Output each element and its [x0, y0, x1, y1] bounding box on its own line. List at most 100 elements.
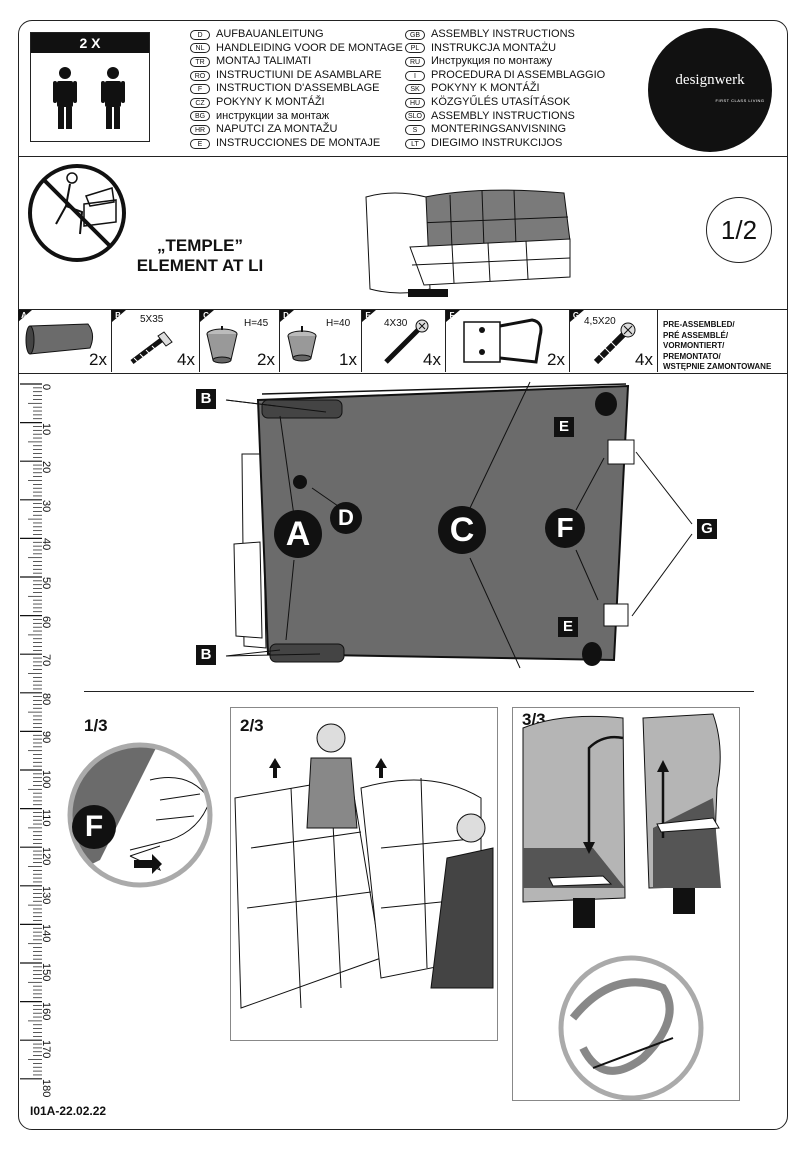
- preassembled-line: VORMONTIERT/: [663, 341, 725, 350]
- ruler-label: 160: [40, 1001, 52, 1020]
- language-text: PROCEDURA DI ASSEMBLAGGIO: [431, 68, 606, 81]
- ruler-label: 100: [40, 770, 52, 789]
- language-code: TR: [190, 56, 210, 67]
- part-letter: D: [280, 310, 294, 322]
- step-1-label: 1/3: [84, 716, 108, 735]
- preassembled-line: PREMONTATO/: [663, 351, 721, 361]
- screw-icon: [593, 322, 636, 365]
- language-code: HR: [190, 124, 210, 135]
- ruler-label: 150: [40, 963, 52, 982]
- step-2-label: 2/3: [240, 716, 264, 735]
- callout-c: C: [438, 506, 486, 554]
- language-text: INSTRUCTIUNI DE ASAMBLARE: [216, 68, 382, 81]
- divider-steps: [84, 691, 754, 692]
- callout-d: D: [330, 502, 362, 534]
- ruler-label: 40: [40, 538, 52, 551]
- language-code: SK: [405, 84, 425, 95]
- part-qty: 2x: [547, 350, 565, 369]
- no-sitting-warning-icon: [28, 164, 126, 262]
- language-row: CZ POKYNY K MONTÁŽI: [190, 96, 403, 110]
- leg-d-icon: [287, 326, 317, 362]
- part-dim: 4X30: [384, 318, 408, 329]
- document-code: I01A-22.02.22: [30, 1104, 107, 1118]
- brand-logo: designwerk FIRST CLASS LIVING: [648, 28, 772, 152]
- language-text: POKYNY K MONTÁŽI: [431, 82, 540, 95]
- language-text: POKYNY K MONTÁŽI: [216, 95, 325, 108]
- product-title-line2: ELEMENT AT LI: [136, 256, 264, 275]
- part-letter: A: [18, 310, 32, 322]
- language-code: RU: [405, 56, 425, 67]
- part-qty: 4x: [635, 350, 653, 369]
- ruler-label: 30: [40, 499, 52, 513]
- language-text: MONTAJ TALIMATI: [216, 55, 312, 68]
- part-c: C H=45 2x: [200, 310, 280, 372]
- persons-label: 2 X: [31, 33, 149, 53]
- step-1-callout-f: F: [72, 805, 116, 849]
- sofa-element-illustration: [365, 189, 571, 297]
- part-qty: 1x: [339, 350, 357, 369]
- language-text: ASSEMBLY INSTRUCTIONS: [431, 109, 575, 122]
- part-letter: B: [112, 310, 126, 322]
- language-code: F: [190, 84, 210, 95]
- divider-parts: [18, 373, 788, 374]
- leg-c-icon: [206, 326, 238, 364]
- language-row: TR MONTAJ TALIMATI: [190, 55, 403, 69]
- divider-header: [18, 156, 788, 157]
- ruler-label: 50: [40, 577, 52, 590]
- language-code: HU: [405, 97, 425, 108]
- callout-f: F: [545, 508, 585, 548]
- language-row: SK POKYNY K MONTÁŽI: [405, 82, 605, 96]
- step-1-illustration: [67, 742, 213, 888]
- ruler-label: 70: [40, 654, 52, 667]
- screw-icon: [130, 331, 173, 364]
- language-text: ASSEMBLY INSTRUCTIONS: [431, 28, 575, 40]
- language-row: RO INSTRUCTIUNI DE ASAMBLARE: [190, 69, 403, 83]
- language-code: LT: [405, 138, 425, 149]
- language-code: PL: [405, 43, 425, 54]
- language-text: Инструкция по монтажу: [431, 55, 553, 68]
- part-qty: 2x: [257, 350, 275, 369]
- language-text: MONTERINGSANVISNING: [431, 123, 567, 136]
- preassembled-line: PRÉ ASSEMBLÉ/: [663, 330, 729, 340]
- language-code: E: [190, 138, 210, 149]
- step-3-illustration: [522, 713, 721, 1100]
- part-dim: H=45: [244, 318, 269, 329]
- two-persons-icon: [53, 67, 125, 129]
- brand-tagline: FIRST CLASS LIVING: [715, 98, 765, 103]
- part-dim: 4,5X20: [584, 316, 616, 327]
- language-code: BG: [190, 111, 210, 122]
- ruler-label: 170: [40, 1040, 52, 1059]
- language-code: S: [405, 124, 425, 135]
- callout-b-top: B: [196, 389, 216, 409]
- brand-name: designwerk: [675, 72, 745, 88]
- preassembled-line: PRE-ASSEMBLED/: [663, 320, 735, 329]
- part-letter: F: [446, 310, 460, 322]
- part-letter: E: [362, 310, 376, 322]
- language-row: S MONTERINGSANVISNING: [405, 123, 605, 137]
- part-g: G 4,5X20 4x: [570, 310, 658, 372]
- part-dim: 5X35: [140, 314, 164, 325]
- callout-e-top: E: [554, 417, 574, 437]
- language-text: HANDLEIDING VOOR DE MONTAGE: [216, 41, 403, 54]
- preassembled-label: PRE-ASSEMBLED/ PRÉ ASSEMBLÉ/ VORMONTIERT…: [663, 320, 771, 373]
- callout-g: G: [697, 519, 717, 539]
- ruler-label: 120: [40, 847, 52, 866]
- persons-box: 2 X: [30, 32, 150, 142]
- language-code: CZ: [190, 97, 210, 108]
- page-frame: [18, 20, 788, 1130]
- preassembled-line: WSTĘPNIE ZAMONTOWANE: [663, 362, 772, 371]
- part-e: E 4X30 4x: [362, 310, 446, 372]
- ruler-label: 10: [40, 422, 52, 435]
- language-code: RO: [190, 70, 210, 81]
- part-dim: H=40: [326, 318, 351, 329]
- ruler-label: 140: [40, 924, 52, 943]
- ruler-label: 130: [40, 885, 52, 905]
- step-3-panel: [512, 707, 740, 1101]
